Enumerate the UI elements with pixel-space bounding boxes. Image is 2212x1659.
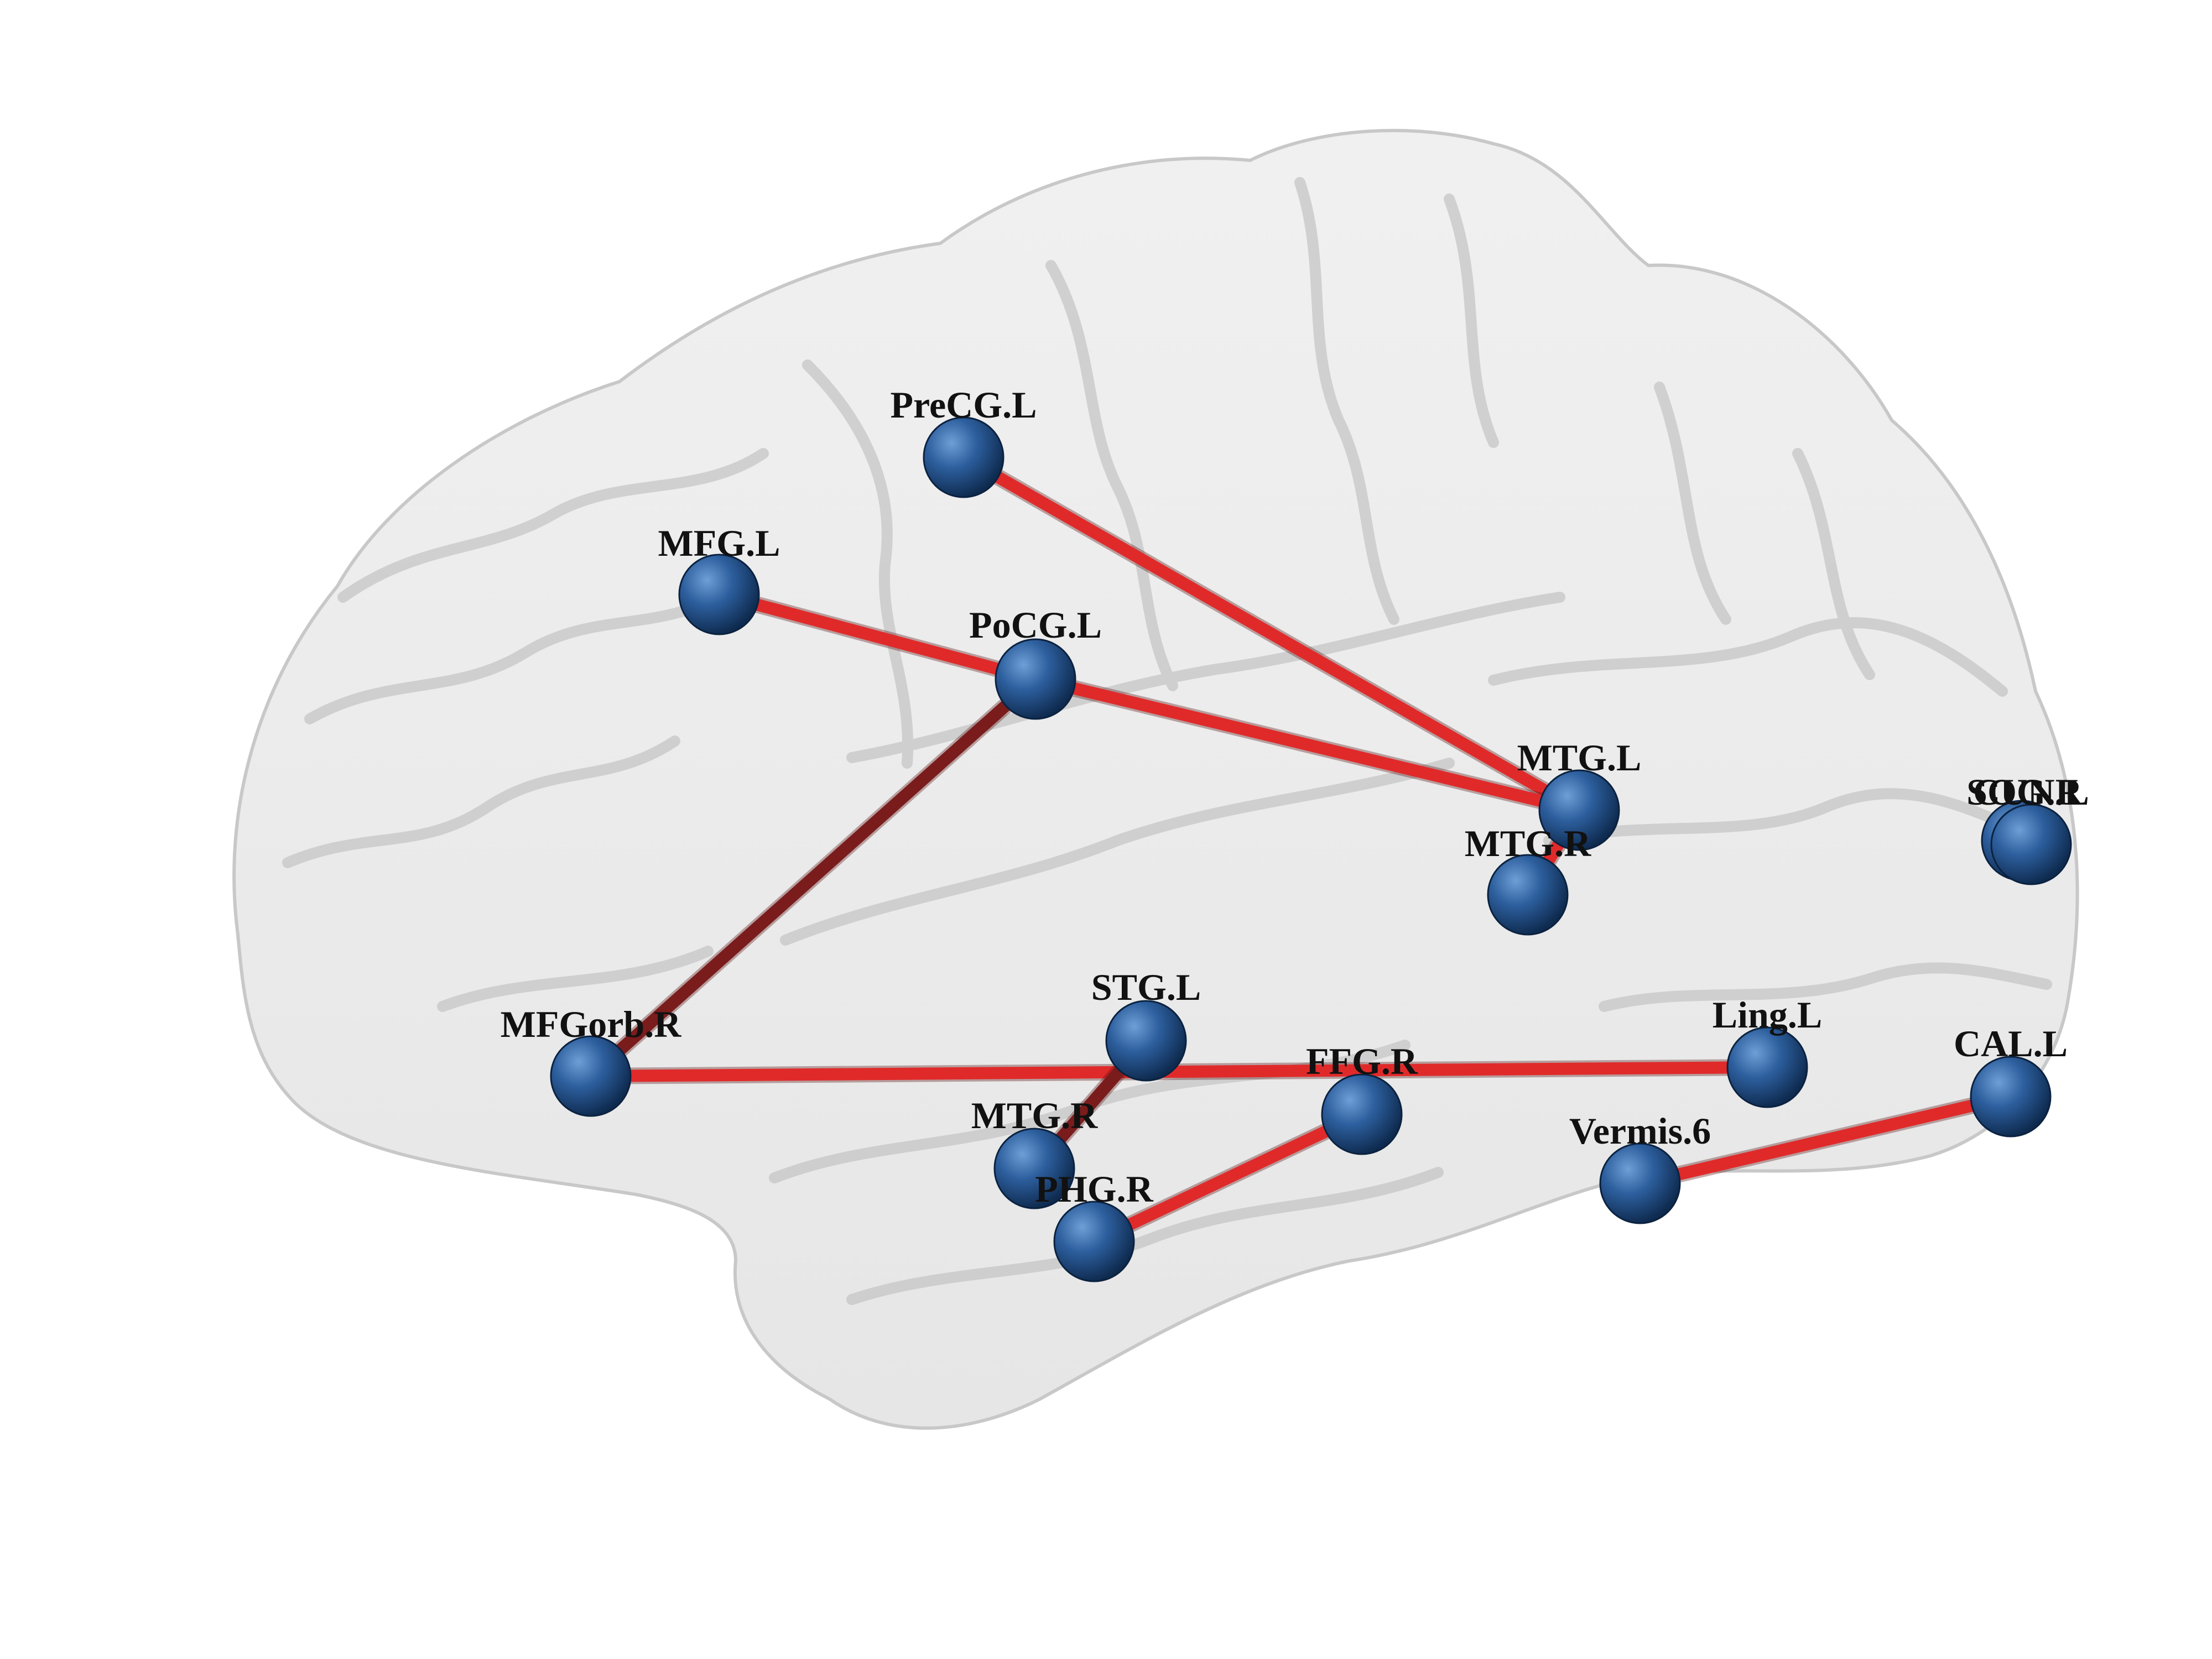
edge-layer — [582, 449, 2019, 1250]
brain-surface — [232, 129, 2079, 1430]
node-vermis-6 — [1599, 1142, 1681, 1224]
node-label-mtg-r-lower: MTG.R — [971, 1094, 1098, 1136]
node-mtg-r-lower — [993, 1128, 1075, 1209]
node-ling-l — [1726, 1026, 1808, 1108]
node-stg-l — [1105, 1000, 1187, 1082]
node-cun-l — [1990, 804, 2072, 885]
edge-precg-l-mtg-l — [957, 451, 1585, 816]
node-label-phg-r: PHG.R — [1035, 1168, 1153, 1210]
node-layer — [550, 416, 2072, 1282]
node-phg-r — [1053, 1201, 1135, 1282]
node-precg-l — [923, 416, 1004, 498]
node-label-ffg-r: FFG.R — [1306, 1040, 1418, 1082]
node-mfgorb-r — [550, 1035, 632, 1117]
edge-vermis-6-cal-l — [1634, 1091, 2017, 1190]
node-label-mtg-l: MTG.L — [1517, 737, 1642, 779]
node-label-vermis-6: Vermis.6 — [1569, 1110, 1711, 1152]
edge-pocg-l-mfgorb-r — [585, 673, 1042, 1082]
node-label-precg-l: PreCG.L — [890, 384, 1037, 426]
node-label-ling-l: Ling.L — [1713, 994, 1822, 1036]
node-label-mtg-r-upper: MTG.R — [1465, 822, 1591, 864]
edge-mfgorb-r-ling-l — [585, 1061, 1773, 1082]
node-mfg-l — [678, 554, 760, 635]
node-label-cal-l: CAL.L — [1954, 1022, 2068, 1065]
brain-folds — [282, 177, 2052, 1305]
node-mtg-r-upper — [1487, 854, 1569, 936]
edge-mfg-l-pocg-l — [713, 588, 1042, 685]
node-label-sog-r: SOG.R — [1966, 771, 2083, 813]
brain-outline — [232, 129, 2079, 1430]
node-ffg-r — [1321, 1073, 1403, 1155]
node-label-mfg-l: MFG.L — [658, 522, 780, 564]
node-label-pocg-l: PoCG.L — [969, 604, 1102, 646]
edge-pocg-l-mtg-l — [1029, 673, 1585, 816]
node-pocg-l — [995, 638, 1076, 720]
node-cal-l — [1970, 1056, 2052, 1138]
node-mtg-l — [1538, 769, 1620, 851]
node-label-stg-l: STG.L — [1091, 966, 1201, 1008]
node-label-mfgorb-r: MFGorb.R — [501, 1003, 682, 1045]
edge-ffg-r-phg-r — [1088, 1108, 1368, 1248]
node-label-cun-l: CUN.L — [1973, 771, 2089, 813]
